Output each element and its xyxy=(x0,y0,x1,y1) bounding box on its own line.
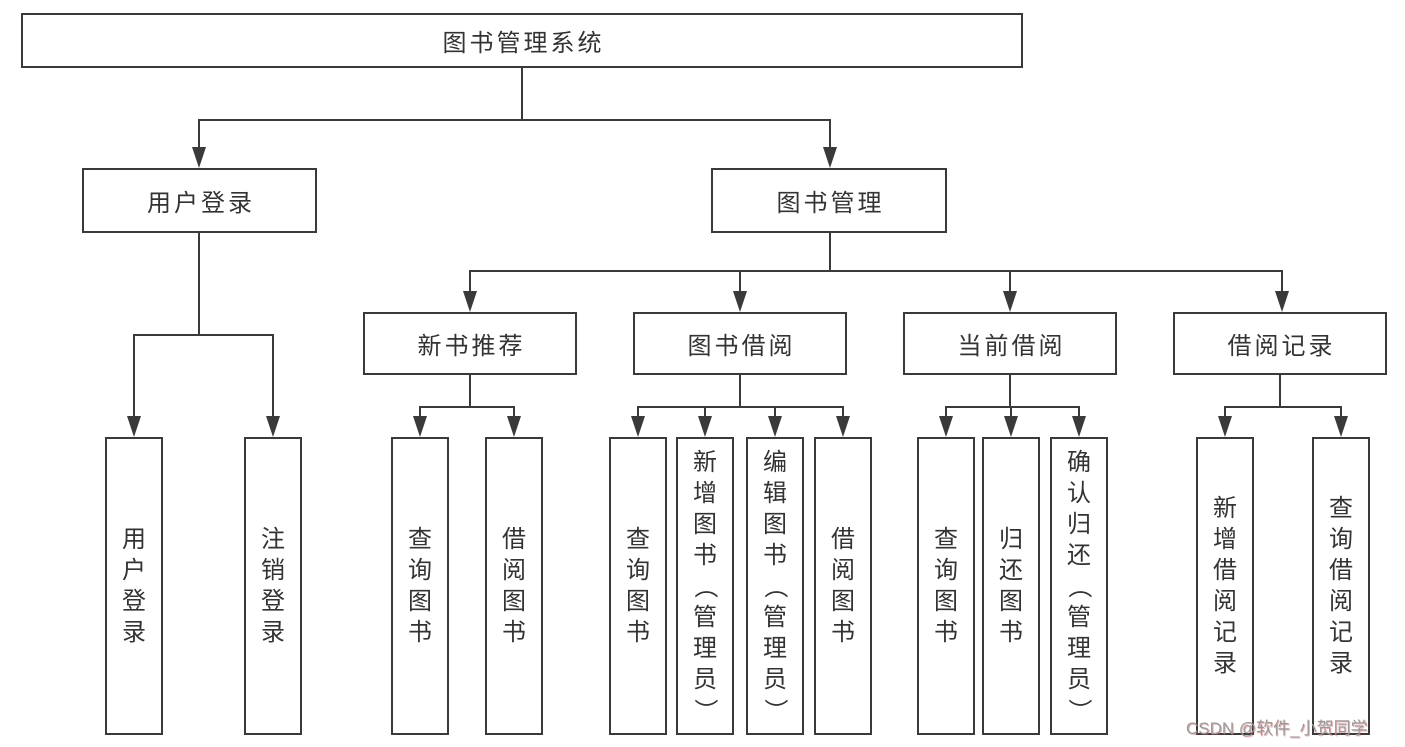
node-label: 当前借阅 xyxy=(957,333,1066,360)
node-library-management-system: 图书管理系统 xyxy=(21,13,1023,68)
leaf-confirm-return-admin: 确认归还（管理员） xyxy=(1050,437,1108,735)
node-new-book-recommendation: 新书推荐 xyxy=(363,312,577,375)
leaf-edit-book-admin: 编辑图书（管理员） xyxy=(746,437,804,735)
node-label: 图书管理系统 xyxy=(442,30,605,57)
leaf-borrow-books: 借阅图书 xyxy=(485,437,543,735)
leaf-logout: 注销登录 xyxy=(244,437,302,735)
node-label: 图书管理 xyxy=(776,190,885,217)
node-current-borrowing: 当前借阅 xyxy=(903,312,1117,375)
leaf-query-books: 查询图书 xyxy=(391,437,449,735)
leaf-query-borrow-record: 查询借阅记录 xyxy=(1312,437,1370,735)
node-book-management: 图书管理 xyxy=(711,168,947,233)
node-borrowing-records: 借阅记录 xyxy=(1173,312,1387,375)
leaf-add-borrow-record: 新增借阅记录 xyxy=(1196,437,1254,735)
connector-root xyxy=(198,68,831,150)
leaf-borrow-books-2: 借阅图书 xyxy=(814,437,872,735)
leaf-user-login: 用户登录 xyxy=(105,437,163,735)
node-label: 用户登录 xyxy=(147,190,255,217)
node-label: 图书借阅 xyxy=(687,333,796,360)
node-book-borrowing: 图书借阅 xyxy=(633,312,847,375)
connector-book-management xyxy=(469,233,1283,295)
leaf-query-books-3: 查询图书 xyxy=(917,437,975,735)
connector-borrowing-records xyxy=(1224,375,1342,420)
leaf-return-book: 归还图书 xyxy=(982,437,1040,735)
node-user-login-branch: 用户登录 xyxy=(82,168,317,233)
node-label: 新书推荐 xyxy=(417,333,526,360)
connector-user-login xyxy=(133,233,274,420)
connector-current-borrowing xyxy=(945,375,1080,420)
leaf-query-books-2: 查询图书 xyxy=(609,437,667,735)
node-label: 借阅记录 xyxy=(1227,333,1336,360)
leaf-add-book-admin: 新增图书（管理员） xyxy=(676,437,734,735)
connector-new-book-recommendation xyxy=(419,375,515,420)
connector-book-borrowing xyxy=(637,375,844,420)
arrowheads xyxy=(127,147,1348,437)
csdn-watermark: CSDN @软件_小贺同学 xyxy=(1186,719,1368,738)
